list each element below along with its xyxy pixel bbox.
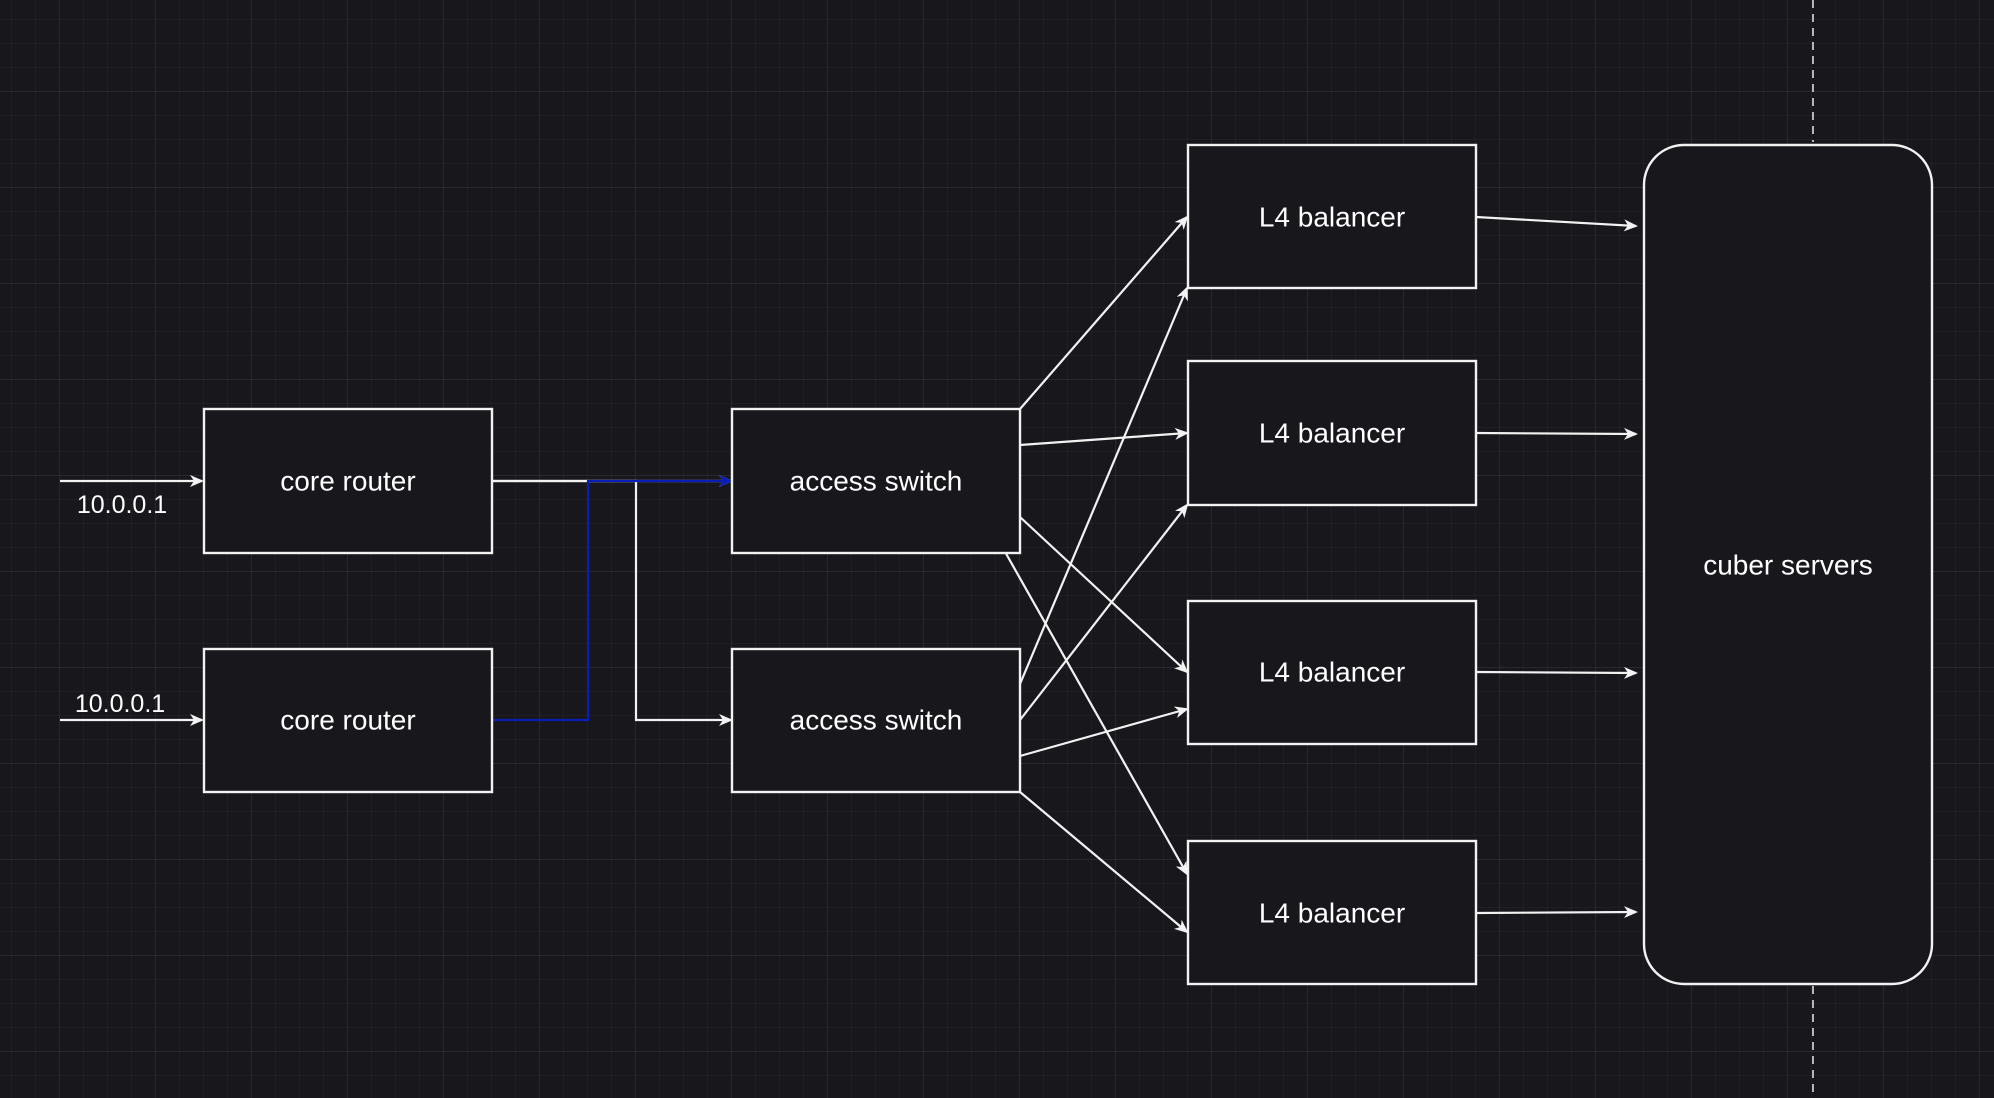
edge-balancer3-to-servers[interactable] [1475,666,1638,679]
core-router-label: core router [280,705,415,736]
edge-switch1-to-balancer2[interactable] [1019,427,1189,447]
access-switch-label: access switch [790,466,963,497]
cuber-servers-label: cuber servers [1703,550,1873,581]
edges [60,215,1638,934]
access-switch-node-2[interactable]: access switch [730,647,1022,794]
access-switch-label: access switch [790,705,963,736]
ingress-label-2: 10.0.0.1 [75,690,165,718]
edge-switch1-to-balancer1[interactable] [1019,215,1189,410]
edge-balancer2-to-servers[interactable] [1475,427,1638,440]
l4-balancer-label: L4 balancer [1259,202,1405,233]
edge-switch2-to-balancer2[interactable] [1019,503,1189,721]
edge-core2-to-switch1[interactable] [492,475,733,722]
cuber-servers-node[interactable]: cuber servers [1642,143,1934,986]
edge-switch2-to-balancer4[interactable] [1019,791,1189,934]
l4-balancer-label: L4 balancer [1259,418,1405,449]
edge-switch1-to-balancer4[interactable] [1003,549,1188,876]
edge-switch2-to-balancer3[interactable] [1019,706,1189,758]
edge-switch2-to-balancer1[interactable] [1018,286,1189,685]
l4-balancer-label: L4 balancer [1259,898,1405,929]
core-router-node-1[interactable]: core router [202,407,494,555]
ingress-label-1: 10.0.0.1 [77,491,167,519]
access-switch-node-1[interactable]: access switch [730,407,1022,555]
edge-balancer4-to-servers[interactable] [1475,906,1638,919]
edge-switch1-to-balancer3[interactable] [1019,516,1189,674]
core-router-node-2[interactable]: core router [202,647,494,794]
l4-balancer-node-2[interactable]: L4 balancer [1186,359,1478,507]
l4-balancer-label: L4 balancer [1259,657,1405,688]
l4-balancer-node-4[interactable]: L4 balancer [1186,839,1478,986]
l4-balancer-node-1[interactable]: L4 balancer [1186,143,1478,290]
l4-balancer-node-3[interactable]: L4 balancer [1186,599,1478,746]
core-router-label: core router [280,466,415,497]
edge-balancer1-to-servers[interactable] [1475,215,1638,232]
